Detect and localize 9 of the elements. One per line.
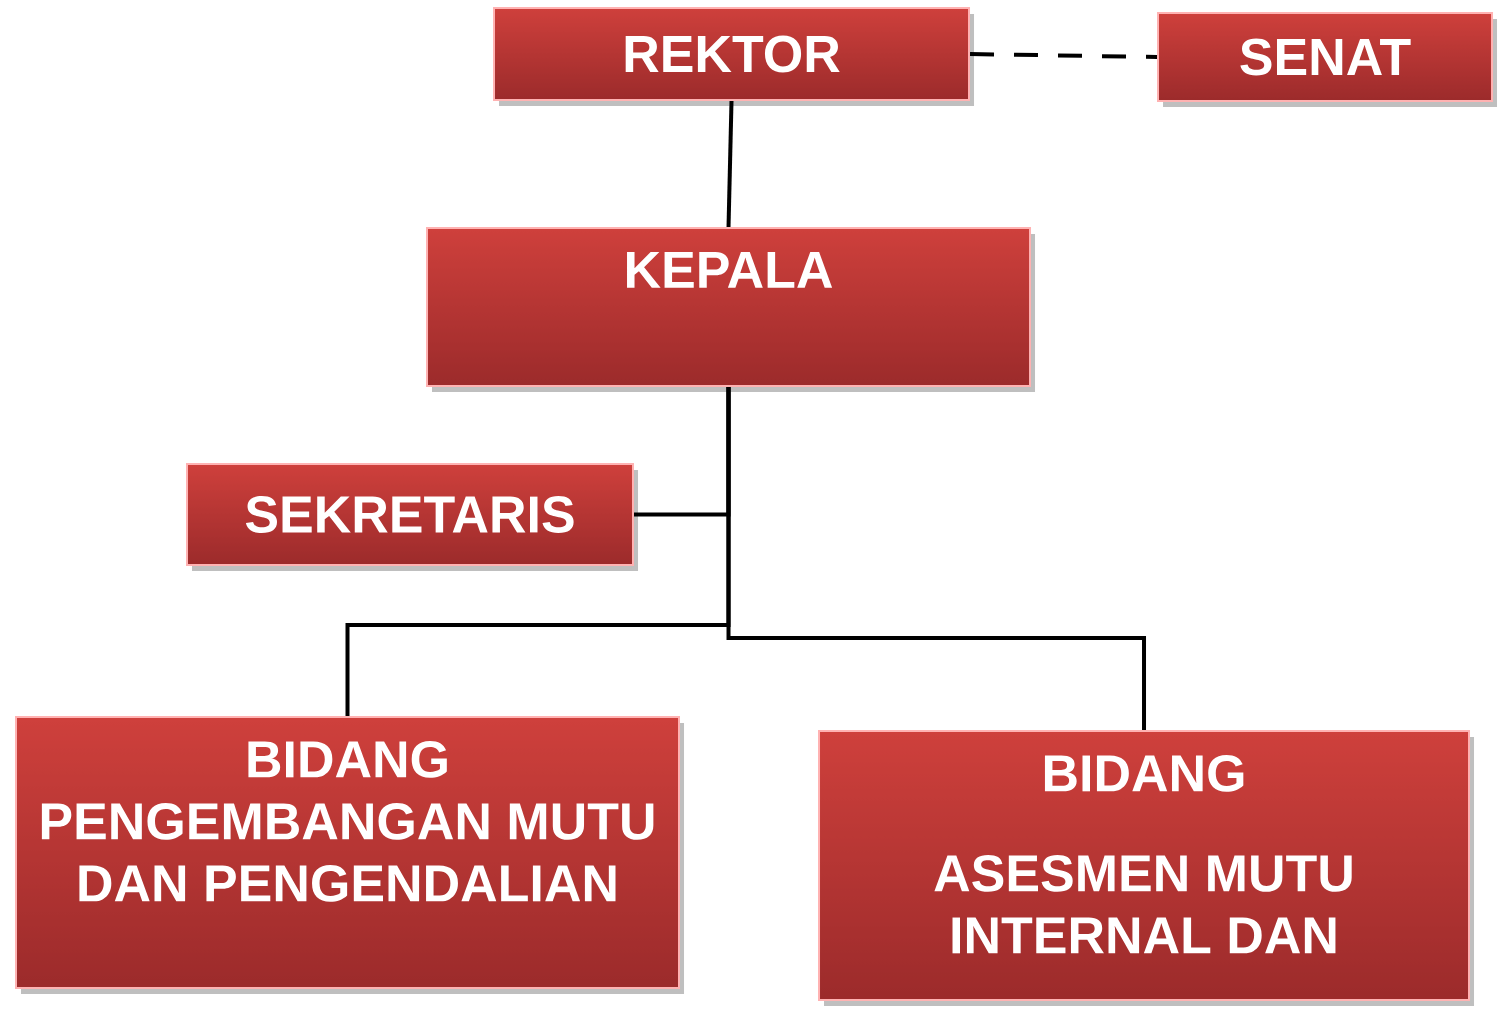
org-box: BIDANG PENGEMBANGAN MUTU DAN PENGENDALIAN bbox=[15, 716, 684, 994]
org-box: BIDANG ASESMEN MUTU INTERNAL DAN bbox=[818, 730, 1474, 1006]
org-box: KEPALA bbox=[426, 227, 1035, 392]
connector-line bbox=[726, 387, 1146, 730]
org-box: SEKRETARIS bbox=[186, 463, 638, 571]
org-box: REKTOR bbox=[493, 7, 974, 106]
org-box: SENAT bbox=[1157, 12, 1497, 107]
connector-line bbox=[970, 52, 1158, 59]
connector-line bbox=[726, 100, 734, 228]
